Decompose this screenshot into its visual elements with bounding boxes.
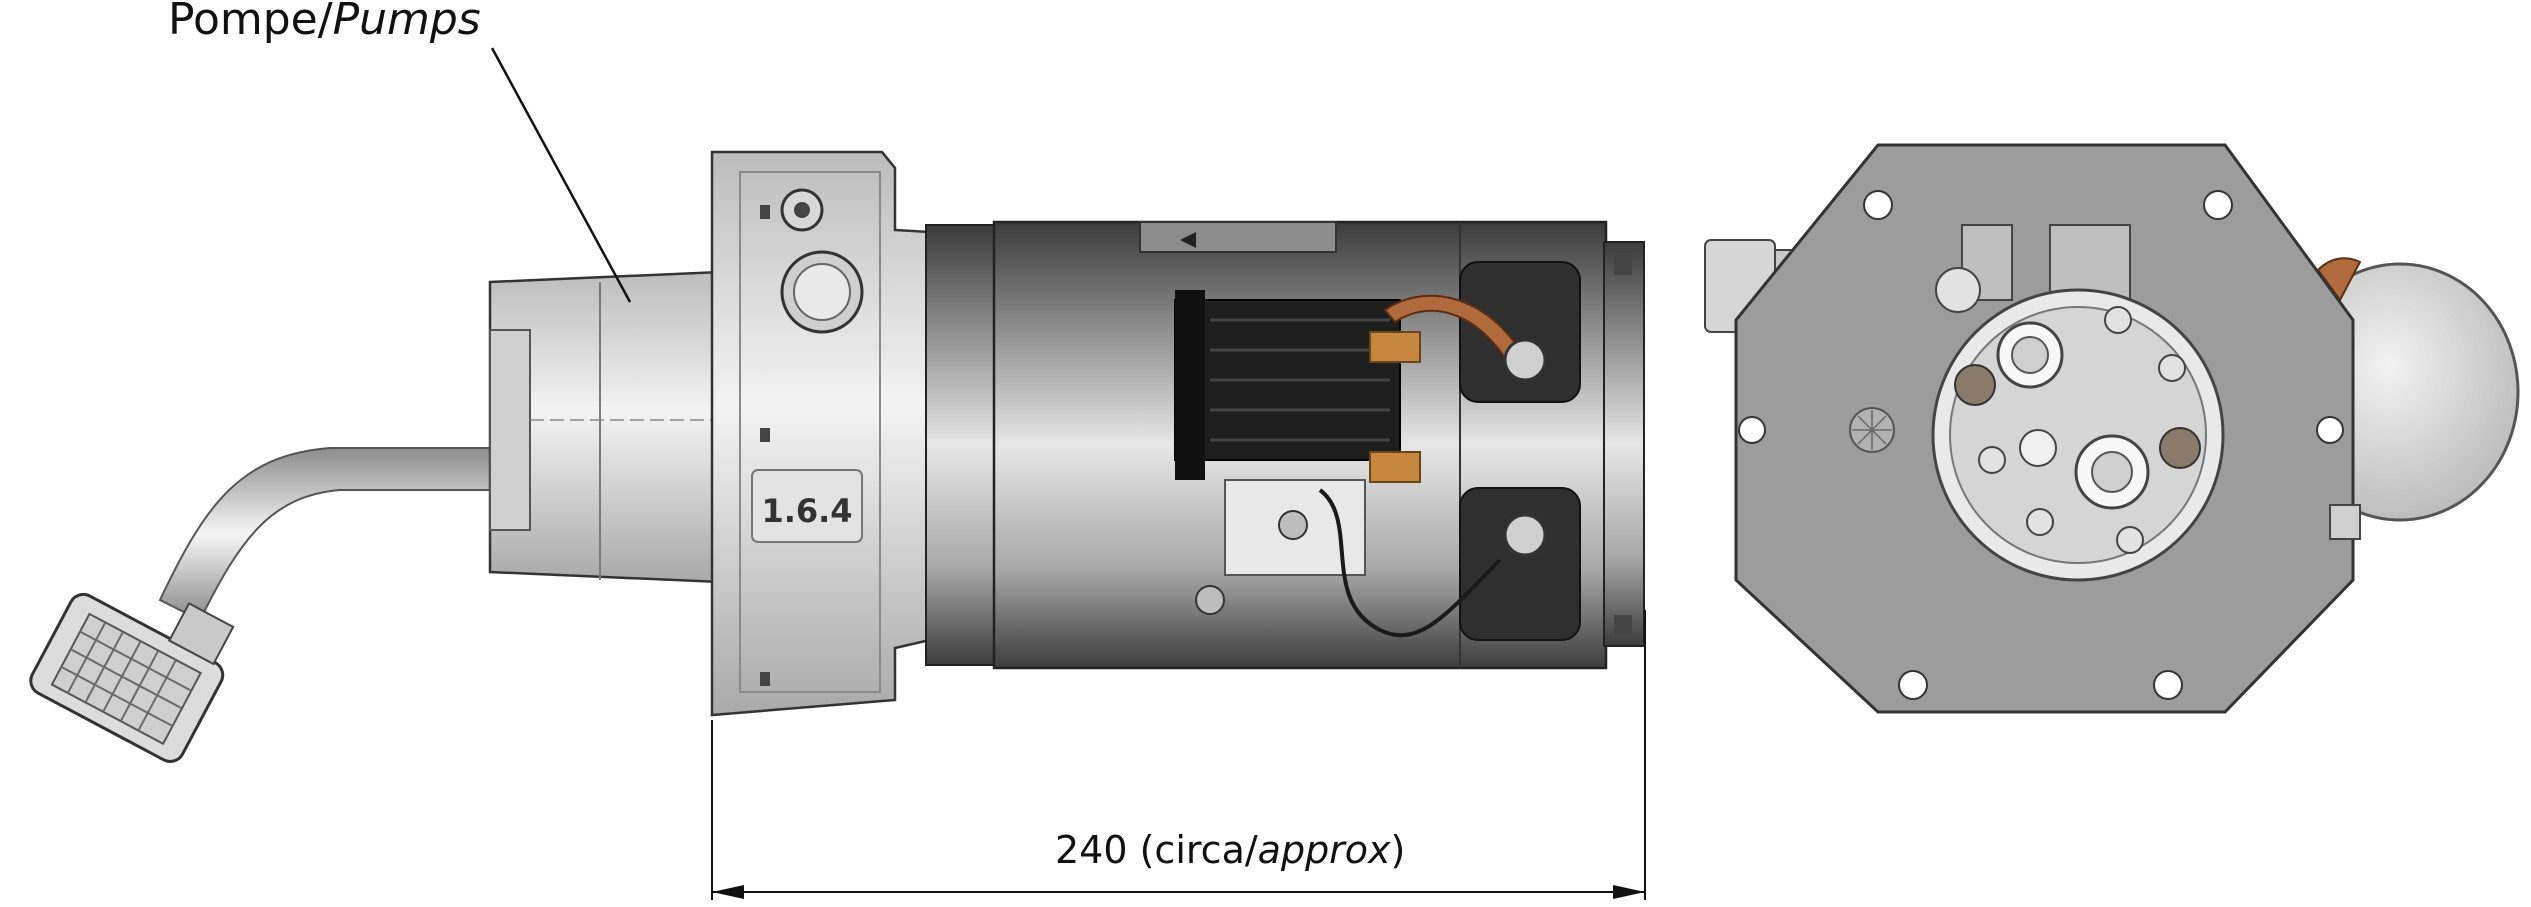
callout-leader <box>490 47 632 303</box>
ground-wire <box>1318 488 1502 638</box>
dimension-italic: approx <box>1257 828 1391 872</box>
pumps-callout: Pompe/Pumps <box>168 0 481 45</box>
flange-housing <box>710 150 932 717</box>
suction-tube <box>158 447 521 622</box>
terminal-block-icon <box>1174 290 1421 483</box>
suction-filter-icon <box>29 592 235 763</box>
callout-text: Pompe/ <box>168 0 333 45</box>
dimension-close: ) <box>1390 828 1406 872</box>
callout-text-italic: Pumps <box>332 0 481 45</box>
pump-assembly-end-view <box>1704 143 2520 714</box>
motor-end-cap <box>1603 241 1645 647</box>
housing-label: 1.6.4 <box>761 492 852 530</box>
pump-assembly-side-view: 1.6.4 <box>29 150 1645 763</box>
motor-ring <box>925 224 997 666</box>
dimension-label: 240 (circa/approx) <box>1055 828 1405 872</box>
dimension-value: 240 (circa/ <box>1055 828 1258 872</box>
dimension-240 <box>711 610 1646 900</box>
